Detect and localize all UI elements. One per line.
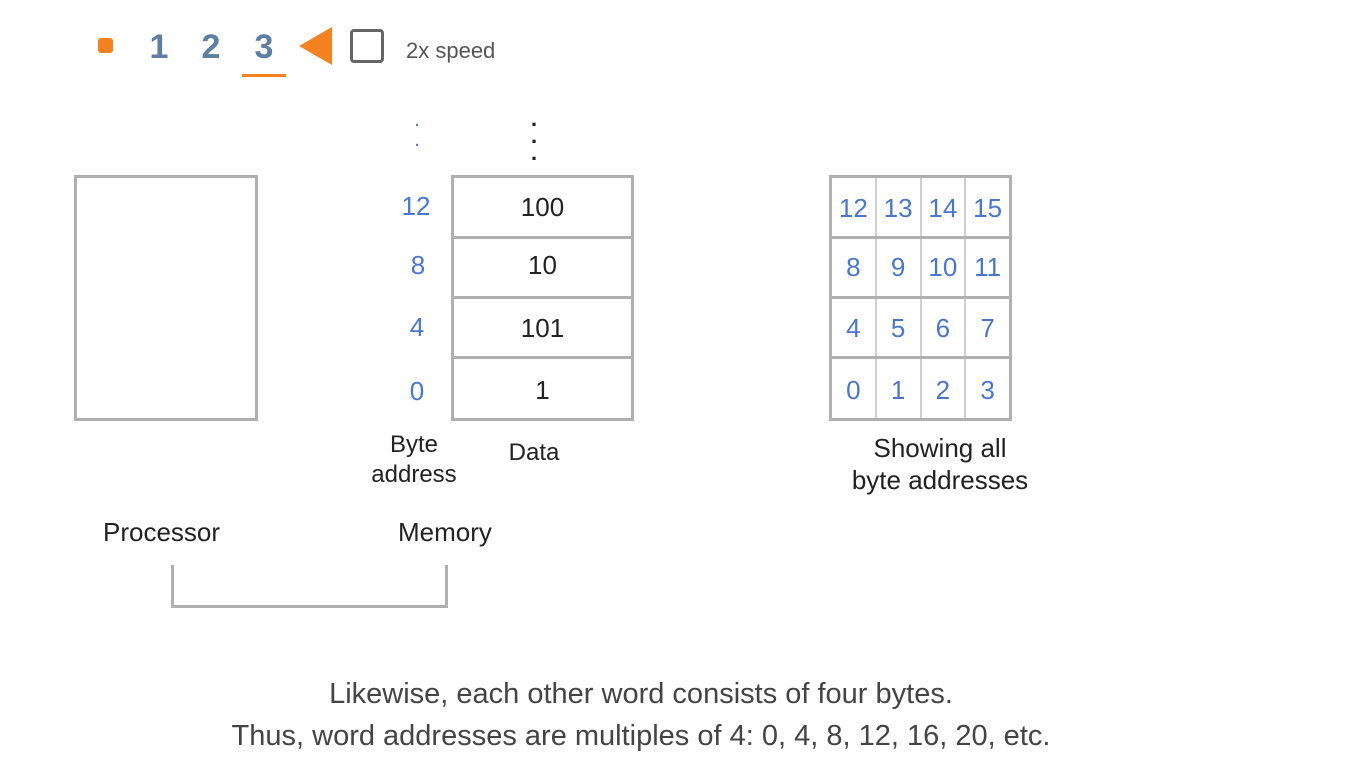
byte-address-cell: 8 xyxy=(832,239,877,296)
byte-row: 12 13 14 15 xyxy=(832,178,1009,239)
byte-address-cell: 13 xyxy=(877,178,922,236)
byte-address-cell: 0 xyxy=(832,359,877,418)
byte-row: 4 5 6 7 xyxy=(832,299,1009,359)
byte-grid-caption: Showing all byte addresses xyxy=(830,432,1050,496)
memory-address: 0 xyxy=(409,376,425,406)
byte-address-header: Byte address xyxy=(360,430,468,490)
byte-address-cell: 3 xyxy=(980,375,995,405)
byte-address-cell: 12 xyxy=(832,178,877,236)
step-3-button[interactable]: 3 xyxy=(254,28,274,66)
data-ellipsis: . . . xyxy=(530,106,538,165)
memory-data-cell: 10 xyxy=(454,239,631,299)
step-2-button[interactable]: 2 xyxy=(201,28,221,66)
speed-label: 2x speed xyxy=(406,38,496,63)
byte-address-cell: 1 xyxy=(877,359,922,418)
byte-address-grid: 12 13 14 15 8 9 10 11 4 5 6 7 0 1 2 3 xyxy=(829,175,1012,421)
byte-address-header-text: Byte address xyxy=(371,431,457,488)
byte-address-cell: 6 xyxy=(922,299,967,356)
byte-address-cell: 7 xyxy=(980,313,995,343)
byte-address-cell: 9 xyxy=(877,239,922,296)
processor-box xyxy=(74,175,258,421)
caption-line-1: Likewise, each other word consists of fo… xyxy=(329,678,953,710)
start-button[interactable] xyxy=(98,38,113,53)
processor-label: Processor xyxy=(103,517,221,547)
back-arrow-icon[interactable] xyxy=(299,27,332,65)
speed-checkbox[interactable] xyxy=(350,29,384,63)
byte-row: 8 9 10 11 xyxy=(832,239,1009,299)
memory-address: 12 xyxy=(401,191,431,221)
data-header: Data xyxy=(508,439,560,466)
byte-row: 0 1 2 3 xyxy=(832,359,1009,418)
byte-address-cell: 5 xyxy=(877,299,922,356)
byte-address-cell: 11 xyxy=(974,252,1002,282)
memory-data-cell: 1 xyxy=(535,375,550,405)
byte-address-cell: 2 xyxy=(922,359,967,418)
memory-address: 4 xyxy=(409,312,425,342)
caption-line-2: Thus, word addresses are multiples of 4:… xyxy=(231,720,1051,752)
memory-address: 8 xyxy=(410,250,426,280)
bus-connector xyxy=(171,565,448,608)
memory-data-cell: 100 xyxy=(454,178,631,239)
byte-grid-caption-line1: Showing all xyxy=(873,433,1007,463)
memory-data-cell: 101 xyxy=(454,299,631,359)
memory-label: Memory xyxy=(398,517,492,547)
byte-address-cell: 4 xyxy=(832,299,877,356)
step-1-button[interactable]: 1 xyxy=(149,28,169,66)
byte-address-cell: 14 xyxy=(922,178,967,236)
memory-table: 100 10 101 1 xyxy=(451,175,634,421)
active-step-indicator xyxy=(242,74,286,77)
byte-grid-caption-line2: byte addresses xyxy=(851,465,1029,495)
byte-address-cell: 10 xyxy=(922,239,967,296)
address-ellipsis: . . xyxy=(414,109,420,151)
byte-address-cell: 15 xyxy=(973,193,1003,223)
